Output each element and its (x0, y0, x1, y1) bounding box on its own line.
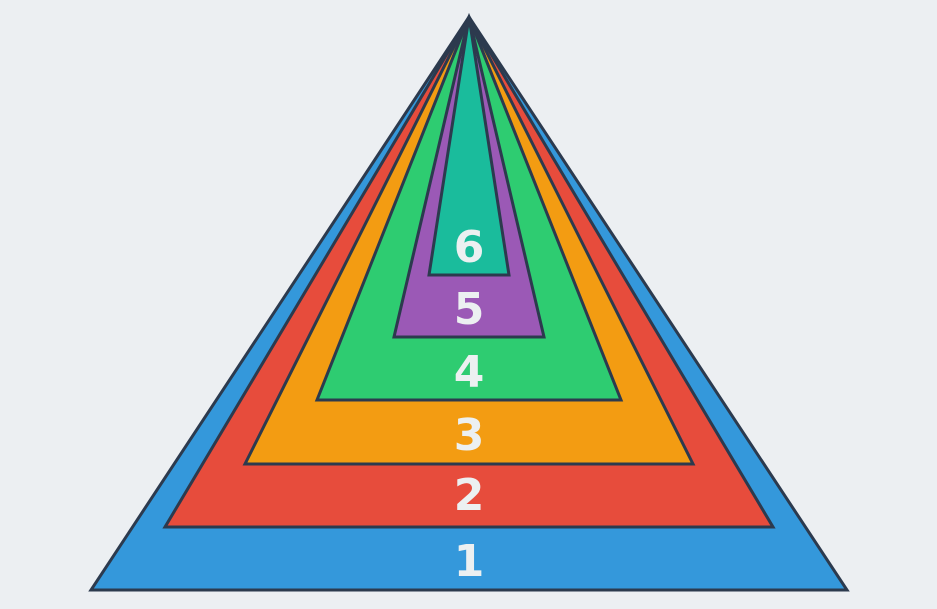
pyramid-level-6-label: 6 (454, 222, 485, 273)
pyramid-level-6 (427, 16, 511, 277)
pyramid-level-4-label: 4 (454, 347, 485, 398)
pyramid-level-5-label: 5 (454, 284, 485, 335)
pyramid-level-2-label: 2 (454, 470, 485, 521)
pyramid-level-1-label: 1 (454, 536, 485, 587)
pyramid-level-3-label: 3 (454, 410, 485, 461)
